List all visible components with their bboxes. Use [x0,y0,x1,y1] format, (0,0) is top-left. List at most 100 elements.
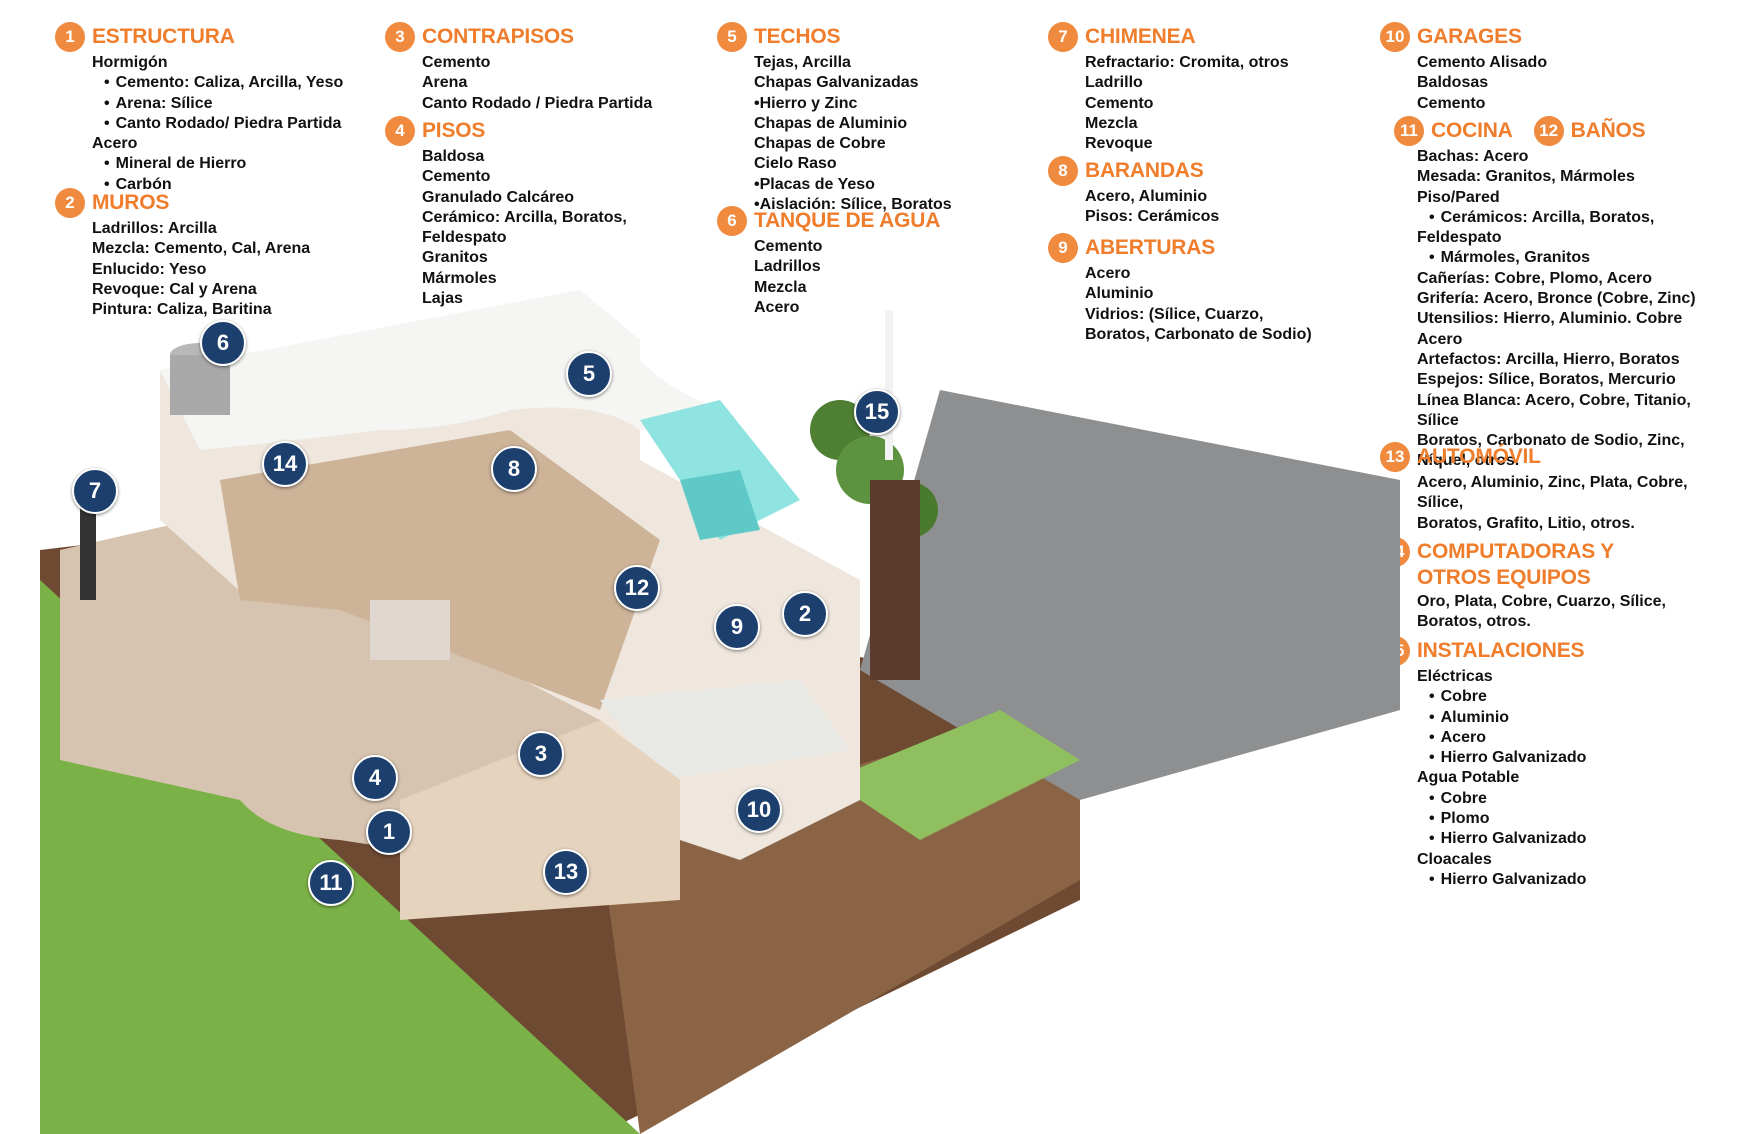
section-line: Níquel, otros. [1417,452,1520,470]
marker-4: 4 [352,755,398,801]
section-line: Mármoles [422,269,497,287]
section-line: Refractario: Cromita, otros [1085,54,1289,71]
number-badge: 3 [385,22,415,52]
section-line: Revoque [1085,135,1153,153]
section-line: Arena: Sílice [92,94,343,114]
section-line: Bachas: Acero [1417,148,1529,165]
section-title: PISOS [422,119,486,142]
section-line: Lajas [422,290,463,308]
section-line: Boratos, Carbonato de Sodio, Zinc, [1417,432,1685,450]
section-line: Cañerías: Cobre, Plomo, Acero [1417,269,1653,287]
section-line: Baldosa [422,148,485,165]
section-line: Vidrios: (Sílice, Cuarzo, [1085,305,1264,323]
section-line: Cemento [422,168,491,186]
marker-9: 9 [714,604,760,650]
section-line: Mesada: Granitos, Mármoles [1417,168,1635,186]
section-line: Acero [1085,265,1131,282]
section-line: Aluminio [1417,708,1586,728]
section-line: Ladrillo [1085,74,1143,92]
section-line: Ladrillos [754,258,821,276]
section-line: Línea Blanca: Acero, Cobre, Titanio, [1417,391,1691,409]
section-line: Mezcla [754,278,807,296]
section-line: Cobre [1417,789,1586,809]
section-line: Mármoles, Granitos [1417,248,1696,268]
section-line: Cemento Alisado [1417,54,1548,71]
section-line: •Aislación: Sílice, Boratos [754,196,952,214]
number-badge: 1 [55,22,85,52]
section-line: •Hierro y Zinc [754,94,858,112]
number-badge: 6 [717,206,747,236]
marker-13: 13 [543,849,589,895]
section-line: Artefactos: Arcilla, Hierro, Boratos [1417,350,1680,368]
section-line: Carbón [92,175,343,195]
section-line: Cobre [1417,687,1586,707]
section-line: Sílice, [1417,494,1464,512]
marker-10: 10 [736,787,782,833]
section-line: Cloacales [1417,850,1492,868]
section-line: Piso/Pared [1417,188,1500,206]
section-line: Chapas de Cobre [754,135,886,153]
section-line: Plomo [1417,809,1586,829]
section-line: Hormigón [92,54,168,71]
section-line: Cielo Raso [754,155,837,173]
marker-15: 15 [854,389,900,435]
section-lines: HormigónCemento: Caliza, Arcilla, YesoAr… [92,53,343,195]
section-line: Cemento [1417,94,1486,112]
section-lines: Oro, Plata, Cobre, Cuarzo, Sílice,Borato… [1417,592,1666,633]
marker-2: 2 [782,591,828,637]
section-line: Acero, Aluminio [1085,188,1208,205]
section-title-secondary: BAÑOS [1570,119,1646,142]
section-title: COCINA [1431,119,1513,142]
section-title: BARANDAS [1085,159,1204,182]
section-line: Canto Rodado/ Piedra Partida [92,114,343,134]
section-instalaciones: 15INSTALACIONES EléctricasCobreAluminioA… [1380,636,1587,890]
section-line: Mezcla [1085,114,1138,132]
section-line: Hierro Galvanizado [1417,829,1587,849]
section-line: Canto Rodado / Piedra Partida [422,94,653,112]
section-line: Hierro Galvanizado [1417,870,1587,890]
section-line: Acero [1417,330,1463,348]
section-line: Hierro Galvanizado [1417,748,1587,768]
section-line: Pisos: Cerámicos [1085,208,1220,226]
section-line: Enlucido: Yeso [92,260,207,278]
section-title: GARAGES [1417,25,1522,48]
section-line: Cemento: Caliza, Arcilla, Yeso [92,73,344,93]
section-line: Acero [92,135,138,153]
section-line: Mezcla: Cemento, Cal, Arena [92,240,311,258]
section-line: Utensilios: Hierro, Aluminio. Cobre [1417,310,1683,328]
section-line: Grifería: Acero, Bronce (Cobre, Zinc) [1417,290,1696,308]
section-line: Ladrillos: Arcilla [92,220,217,237]
section-line: Baldosas [1417,74,1489,92]
number-badge: 11 [1394,116,1424,146]
number-badge: 8 [1048,156,1078,186]
section-line: Chapas de Aluminio [754,114,908,132]
section-line: Oro, Plata, Cobre, Cuarzo, Sílice, [1417,593,1666,610]
section-line: Chapas Galvanizadas [754,74,919,92]
section-line: Cerámico: Arcilla, Boratos, [422,208,627,226]
number-badge: 9 [1048,233,1078,263]
section-line: Mineral de Hierro [92,154,343,174]
number-badge: 5 [717,22,747,52]
